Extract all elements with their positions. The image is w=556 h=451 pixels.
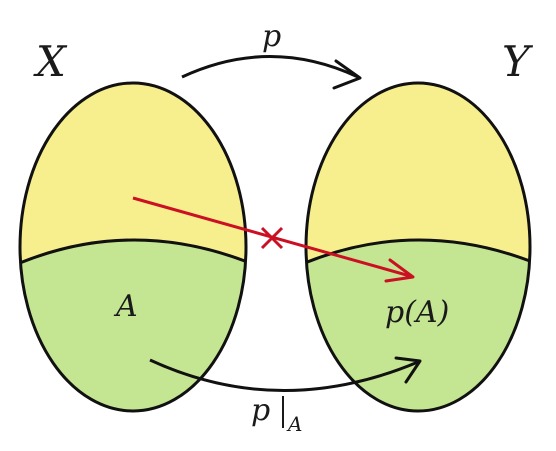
blocked-arrowhead <box>384 258 415 283</box>
set-x-lower-region <box>20 240 246 411</box>
map-p-arrow <box>181 55 362 90</box>
set-x-outline <box>18 81 248 413</box>
blocked-arrow <box>132 196 415 283</box>
map-p-label: p <box>262 19 281 54</box>
map-p-arrowhead <box>332 59 362 90</box>
subset-a-label: A <box>113 289 138 324</box>
set-x-label: X <box>33 37 68 86</box>
map-p-restricted-label: p A <box>251 393 302 436</box>
set-y-label: Y <box>502 37 534 86</box>
map-p-restricted-subscript: A <box>286 412 302 436</box>
map-p-restricted-arrowhead <box>394 356 422 384</box>
map-p-restricted-base: p <box>251 393 270 428</box>
map-p-restricted-arrow <box>149 356 422 392</box>
image-a-label: p(A) <box>385 295 449 330</box>
blocked-cross-mark <box>260 226 284 250</box>
set-x-dividing-curve <box>20 238 246 267</box>
set-x-ellipse <box>18 81 248 413</box>
set-y-ellipse <box>304 81 532 413</box>
set-y-lower-region <box>306 240 530 411</box>
